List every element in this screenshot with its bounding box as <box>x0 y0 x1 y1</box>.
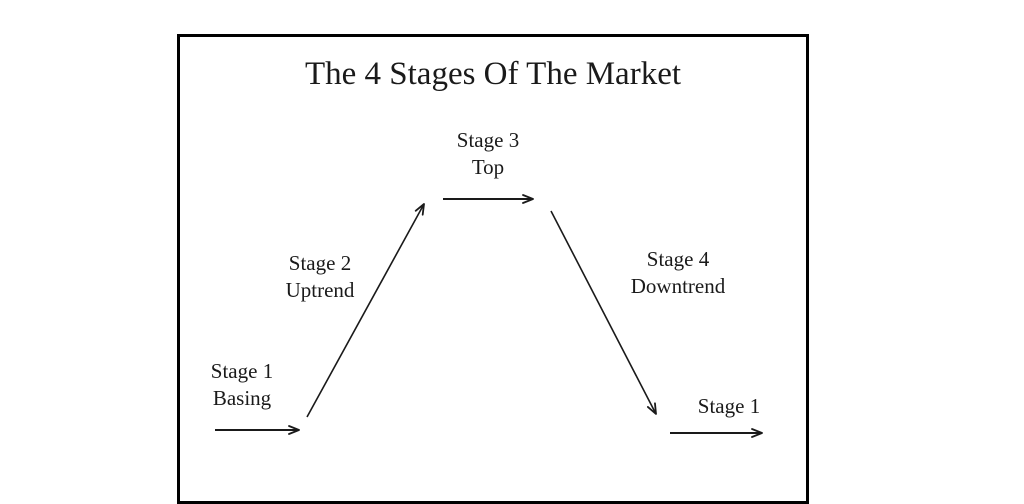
label-stage1-repeat: Stage 1 <box>669 393 789 420</box>
diagram-frame <box>177 34 809 504</box>
diagram-title: The 4 Stages Of The Market <box>304 56 682 92</box>
label-stage2-uptrend-line2: Uptrend <box>285 278 355 302</box>
label-stage3-top-line1: Stage 3 <box>456 128 520 152</box>
stage2-uptrend-arrow <box>306 203 425 418</box>
label-stage4-downtrend: Stage 4 Downtrend <box>608 246 748 300</box>
label-stage1-basing-line2: Basing <box>212 386 272 410</box>
label-stage4-downtrend-line2: Downtrend <box>630 274 726 298</box>
label-stage1-repeat-line1: Stage 1 <box>697 394 761 418</box>
label-stage3-top: Stage 3 Top <box>428 127 548 181</box>
label-stage2-uptrend-line1: Stage 2 <box>288 251 352 275</box>
label-stage1-basing: Stage 1 Basing <box>182 358 302 412</box>
label-stage1-basing-line1: Stage 1 <box>210 359 274 383</box>
stage4-downtrend-arrow <box>550 210 657 415</box>
label-stage3-top-line2: Top <box>471 155 505 179</box>
label-stage2-uptrend: Stage 2 Uptrend <box>259 250 381 304</box>
diagram-arrows-layer <box>215 194 763 438</box>
label-stage4-downtrend-line1: Stage 4 <box>646 247 710 271</box>
